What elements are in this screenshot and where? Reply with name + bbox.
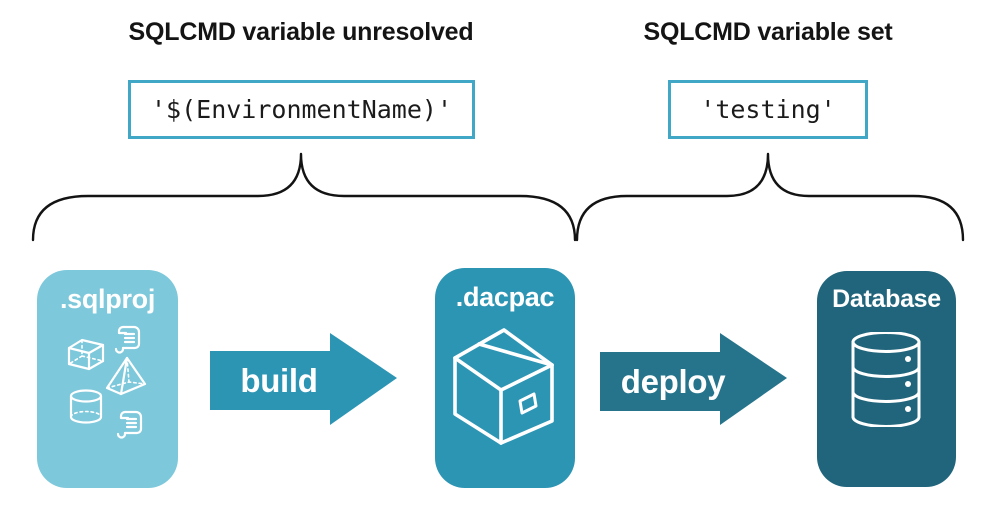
scroll-icon (116, 410, 143, 439)
pyramid-icon (105, 356, 147, 396)
dacpac-card: .dacpac (435, 268, 575, 488)
deploy-arrow (600, 333, 787, 425)
brace-right (575, 152, 965, 242)
brace-left (31, 152, 577, 242)
left-group-title: SQLCMD variable unresolved (128, 18, 474, 46)
sqlproj-card-label: .sqlproj (59, 284, 156, 314)
sql-objects-icon (67, 325, 147, 439)
build-arrow (210, 333, 397, 425)
dacpac-card-label: .dacpac (455, 282, 555, 312)
sqlcmd-variable-set-box: 'testing' (668, 80, 868, 139)
build-arrow-label: build (240, 361, 318, 399)
database-icon (851, 332, 921, 427)
sqlcmd-variable-unresolved-box: '$(EnvironmentName)' (128, 80, 475, 139)
sqlcmd-variable-unresolved-value: '$(EnvironmentName)' (150, 95, 453, 124)
cube-icon (67, 338, 105, 371)
right-group-title: SQLCMD variable set (643, 18, 893, 46)
scroll-icon (114, 325, 141, 354)
database-card: Database (817, 271, 956, 487)
cylinder-icon (69, 389, 103, 424)
sqlproj-card: .sqlproj (37, 270, 178, 488)
database-card-label: Database (832, 285, 941, 313)
sqlcmd-variable-set-value: 'testing' (700, 95, 836, 124)
package-icon (453, 328, 554, 445)
deploy-arrow-label: deploy (620, 362, 726, 400)
